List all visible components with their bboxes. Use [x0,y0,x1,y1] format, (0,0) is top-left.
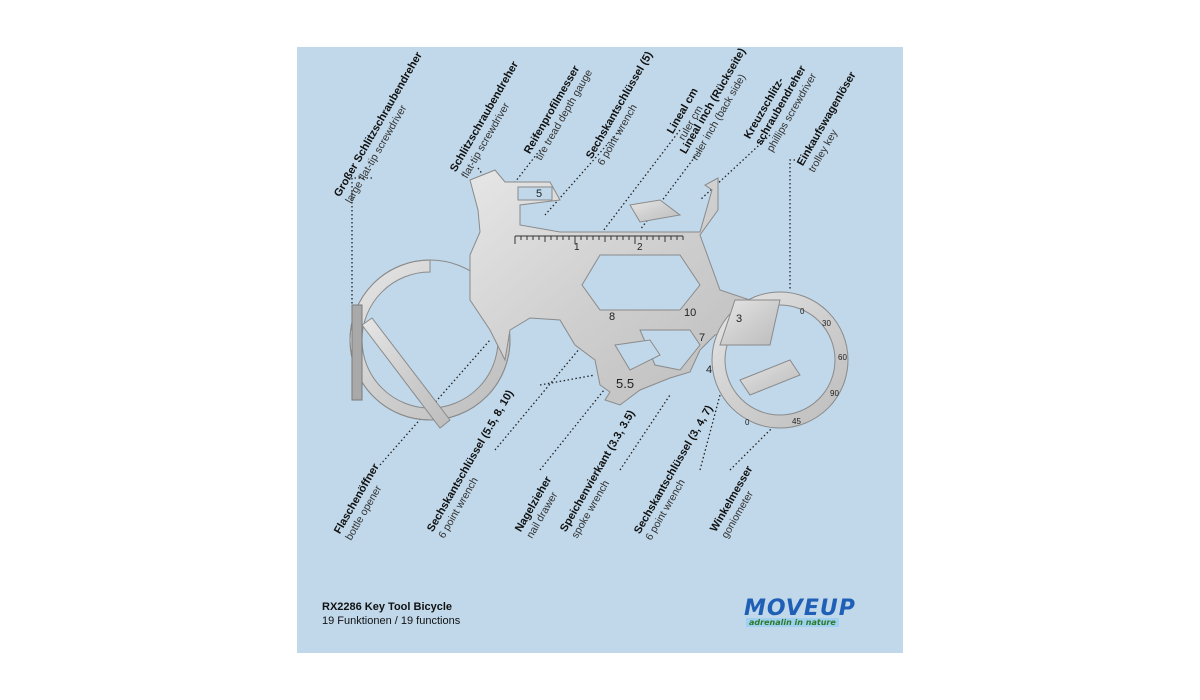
gonio-45: 45 [792,417,801,426]
moveup-logo: MOVEUP adrenalin in nature [740,596,880,632]
leader-hex-347 [699,394,721,471]
leader-large-flat [351,177,372,305]
hex-cutout-55 [614,339,661,371]
label-n5: 5 [536,188,542,200]
logo-word-left: MOVE [744,596,820,621]
gonio-60: 60 [838,353,847,362]
label-n10: 10 [684,307,696,319]
ruler-cm [514,235,684,244]
label-n55: 5.5 [616,376,634,391]
hex-cutout-10 [581,254,701,311]
product-info: RX2286 Key Tool Bicycle 19 Funktionen / … [322,600,460,628]
leader-trolley [789,159,795,290]
ruler-1: 1 [574,242,580,253]
label-n4: 4 [706,364,712,376]
leader-ruler-inch [639,149,701,231]
bottle-opener-wheel [349,259,511,429]
gonio-0b: 0 [745,418,750,427]
leader-tread [504,149,541,196]
product-subtitle: 19 Funktionen / 19 functions [322,615,461,627]
leader-hex-b [539,374,596,386]
product-title: RX2286 Key Tool Bicycle [322,601,453,613]
gonio-0: 0 [800,307,805,316]
leader-hex5 [544,129,621,216]
label-n3: 3 [736,313,742,325]
hex-cutout-5 [517,186,553,201]
ruler-2: 2 [637,242,643,253]
seat-slot [629,199,682,223]
label-n8: 8 [609,311,615,323]
gonio-30: 30 [822,319,831,328]
leader-spoke [619,394,671,471]
gonio-90: 90 [830,389,839,398]
goniometer-wheel [711,291,849,429]
logo-word-right: UP [819,596,856,621]
logo-tagline: adrenalin in nature [746,618,839,627]
label-n7: 7 [699,332,705,344]
